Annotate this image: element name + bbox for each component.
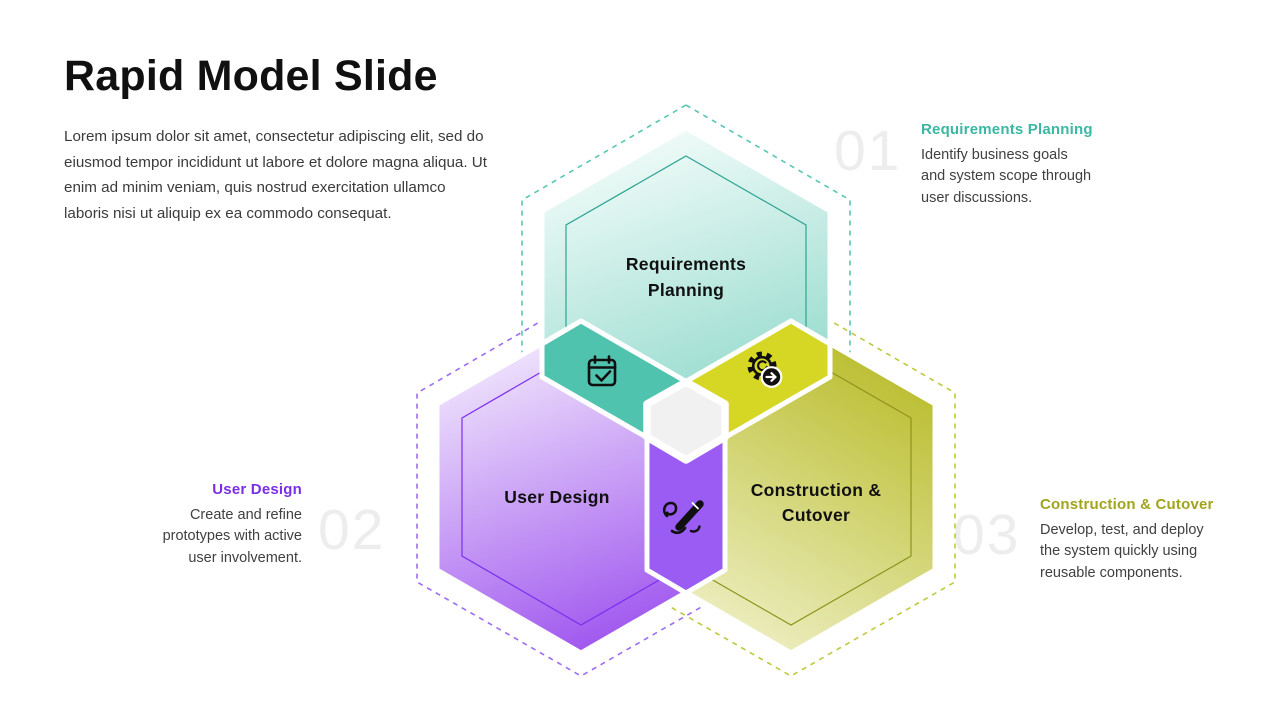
intro-paragraph: Lorem ipsum dolor sit amet, consectetur …: [64, 124, 487, 226]
callout-line: the system quickly using: [1040, 543, 1198, 560]
callout-title-construction-cutover: Construction & Cutover: [1040, 496, 1214, 513]
center-hexagon: [643, 378, 729, 464]
callout-line: reusable components.: [1040, 564, 1183, 581]
callout-line: Develop, test, and deploy: [1040, 521, 1204, 538]
callout-line: Identify business goals: [921, 146, 1068, 163]
hexagon-label-construction: Construction &: [751, 480, 882, 500]
callout-line: and system scope through: [921, 168, 1092, 185]
hexagon-label-planning: Planning: [648, 280, 724, 300]
gear-arrow-icon: [747, 351, 783, 388]
intro-line: Lorem ipsum dolor sit amet, consectetur …: [64, 128, 484, 145]
step-number-01: 01: [834, 119, 902, 183]
hexagon-label-requirements: Requirements: [626, 254, 746, 274]
intro-line: enim ad minim veniam, quis nostrud exerc…: [64, 179, 446, 197]
callout-title-requirements-planning: Requirements Planning: [921, 121, 1093, 138]
slide-title: Rapid Model Slide: [64, 52, 438, 100]
callout-user-design: User Design Create and refine prototypes…: [52, 479, 302, 569]
step-number-02: 02: [318, 498, 386, 562]
callout-line: user involvement.: [188, 549, 302, 566]
intro-line: laboris nisi ut aliquip ex ea commodo co…: [64, 204, 392, 222]
callout-line: user discussions.: [921, 189, 1033, 206]
callout-construction-cutover: Construction & Cutover Develop, test, an…: [1040, 494, 1214, 584]
step-number-03: 03: [953, 503, 1021, 567]
hexagon-label-cutover: Cutover: [782, 505, 850, 525]
intro-line: eiusmod tempor incididunt ut labore et d…: [64, 153, 487, 171]
calendar-check-icon: [587, 355, 617, 387]
callout-title-user-design: User Design: [212, 481, 302, 498]
callout-line: Create and refine: [189, 506, 302, 523]
callout-line: prototypes with active: [162, 528, 302, 545]
pen-signature-icon: [662, 500, 704, 535]
callout-requirements-planning: Requirements Planning Identify business …: [921, 119, 1093, 209]
hexagon-label-user-design: User Design: [504, 487, 609, 507]
